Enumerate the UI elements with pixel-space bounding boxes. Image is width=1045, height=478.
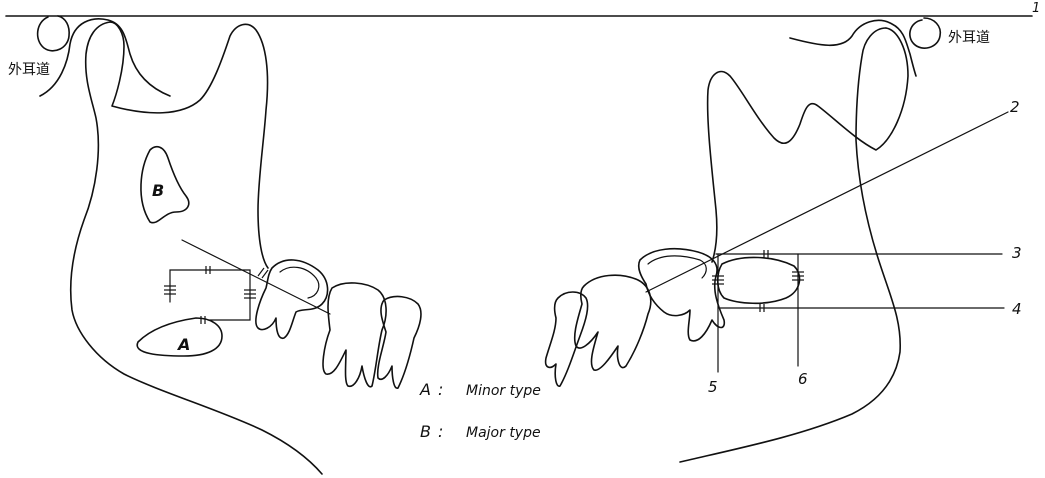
legend-item-a: A : Minor type: [419, 380, 541, 399]
line-2: [646, 112, 1008, 292]
left-ramus-outline: [71, 22, 322, 474]
left-first-molar: [378, 297, 421, 389]
left-occlusal-line: [182, 240, 330, 314]
svg-text::: :: [438, 422, 443, 441]
label-5: 5: [708, 378, 718, 396]
right-ramus-outline: [680, 28, 900, 462]
left-measure-box: [170, 270, 250, 320]
svg-text::: :: [438, 380, 443, 399]
ear-canal-left-label: 外耳道: [8, 62, 50, 78]
svg-text:Major type: Major type: [466, 425, 541, 441]
legend: A : Minor type B : Major type: [419, 380, 541, 441]
label-1: 1: [1032, 1, 1040, 16]
label-4: 4: [1012, 300, 1022, 318]
right-follicle-blob: [718, 257, 800, 303]
svg-text:Minor type: Minor type: [466, 383, 541, 399]
label-3: 3: [1012, 244, 1022, 262]
ear-canal-right-icon: [910, 18, 940, 48]
left-mandible: 外耳道 B A: [8, 16, 421, 474]
label-6: 6: [798, 370, 808, 388]
region-b-label: B: [152, 181, 164, 200]
right-second-molar: [575, 275, 651, 370]
label-2: 2: [1010, 98, 1020, 116]
svg-text:B: B: [420, 422, 431, 441]
ear-canal-left-icon: [38, 16, 70, 51]
left-second-molar: [323, 283, 386, 387]
legend-item-b: B : Major type: [420, 422, 541, 441]
region-a-label: A: [176, 335, 190, 354]
right-mandible: 外耳道: [546, 18, 1008, 462]
svg-text:A: A: [419, 380, 431, 399]
region-b-blob: [141, 147, 189, 223]
ear-canal-right-label: 外耳道: [948, 30, 990, 46]
